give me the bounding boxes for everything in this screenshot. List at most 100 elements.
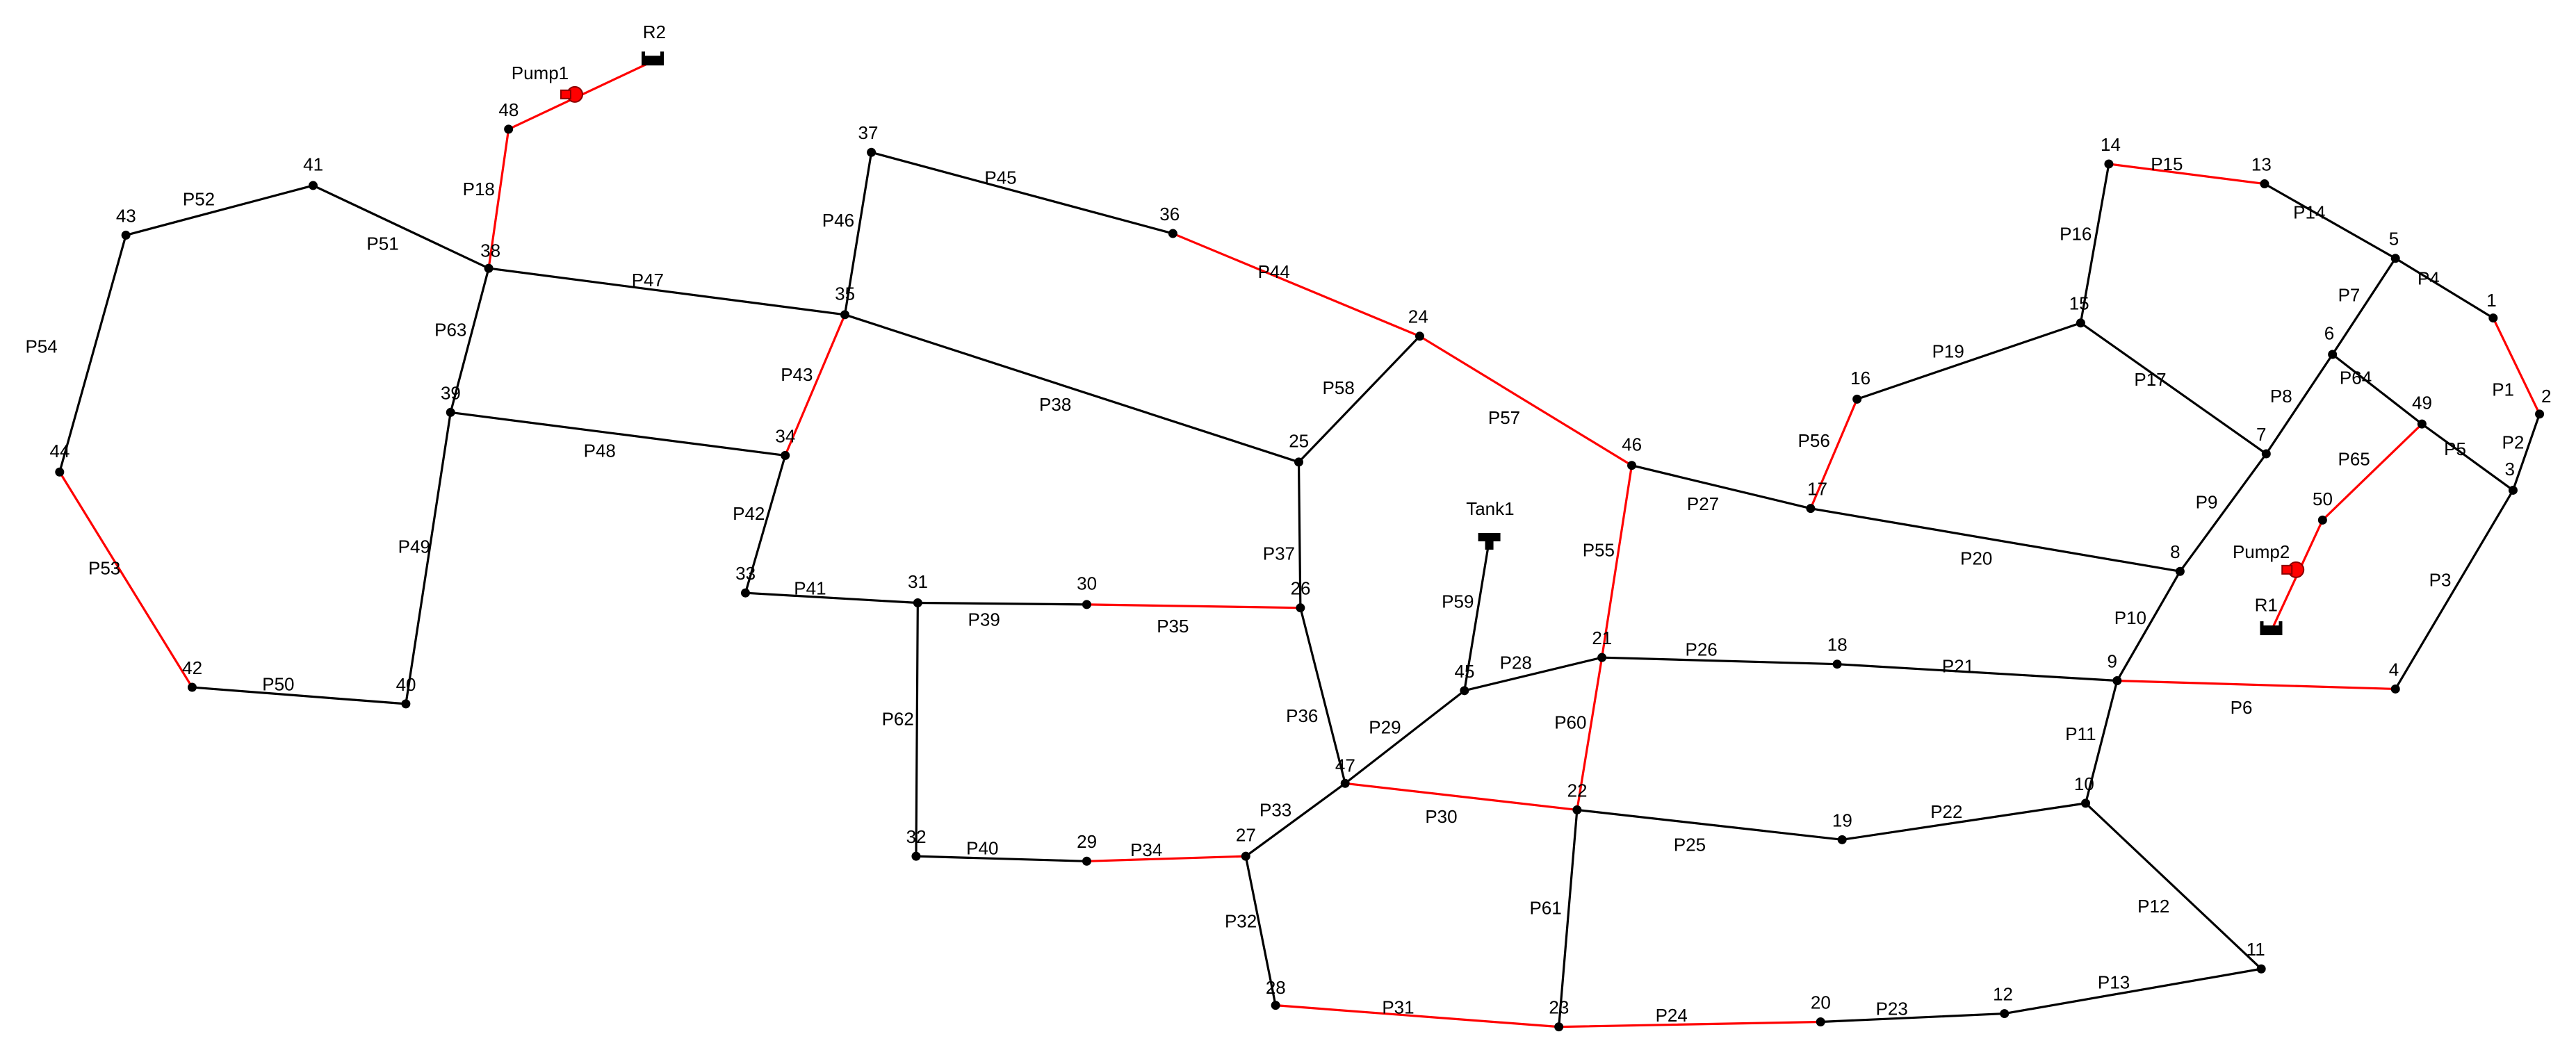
reservoir-icon[interactable] [642,51,665,66]
pipe-p8[interactable] [2265,353,2334,455]
pipe-p42[interactable] [744,454,787,594]
pipe-p6[interactable] [2116,679,2397,691]
pipe-p41[interactable] [744,591,919,605]
junction-13[interactable] [2260,179,2269,189]
junction-29[interactable] [1082,856,1091,866]
junction-43[interactable] [121,230,131,240]
pipe-p7[interactable] [2331,257,2397,356]
pipe-p27[interactable] [1630,464,1812,510]
junction-9[interactable] [2112,676,2122,686]
pipe-p5[interactable] [2420,423,2515,492]
pipe-p48[interactable] [449,411,787,457]
pipe-p59[interactable] [1463,539,1491,692]
pipe-p38[interactable] [843,313,1301,464]
junction-15[interactable] [2076,318,2085,328]
pipe-p12[interactable] [2084,802,2263,970]
pipe-p62[interactable] [915,601,919,858]
junction-39[interactable] [446,407,455,417]
pipe-p2[interactable] [2511,413,2541,492]
pipe-p16[interactable] [2079,163,2110,325]
pipe-p34[interactable] [1085,855,1247,862]
pipe-p28[interactable] [1463,656,1604,692]
junction-14[interactable] [2104,159,2114,169]
junction-11[interactable] [2256,964,2266,974]
pipe-p54[interactable] [58,233,127,473]
junction-19[interactable] [1837,835,1847,844]
pipe-p57[interactable] [1418,335,1633,467]
pipe-p9[interactable] [2178,452,2267,573]
pipe-p31[interactable] [1274,1004,1560,1028]
junction-44[interactable] [55,467,65,477]
pipe-p40[interactable] [915,855,1089,862]
pipe-p10[interactable] [2116,570,2181,682]
pipe-p15[interactable] [2108,163,2266,186]
pipe-p19[interactable] [1856,322,2082,400]
junction-16[interactable] [1852,394,1862,404]
junction-12[interactable] [2000,1009,2010,1019]
pipe-p32[interactable] [1244,855,1277,1007]
junction-37[interactable] [867,147,877,157]
pipe-p4[interactable] [2394,257,2495,320]
junction-20[interactable] [1816,1017,1825,1026]
pipe-p18[interactable] [487,128,510,270]
pipe-p13[interactable] [2003,967,2263,1015]
pipe-p60[interactable] [1576,656,1604,812]
junction-18[interactable] [1832,659,1842,669]
pipe-p36[interactable] [1299,607,1346,785]
junction-22[interactable] [1572,805,1582,814]
pipe-p11[interactable] [2084,679,2119,805]
junction-41[interactable] [308,181,318,190]
junction-48[interactable] [504,124,514,134]
junction-31[interactable] [913,598,922,608]
pipe-p35[interactable] [1085,603,1302,609]
junction-50[interactable] [2317,515,2327,525]
junction-33[interactable] [740,588,750,598]
pipe-p29[interactable] [1344,689,1466,785]
junction-42[interactable] [187,682,197,692]
junction-35[interactable] [840,310,849,320]
pump-icon[interactable] [560,85,583,103]
pipe-p23[interactable] [1819,1012,2006,1024]
junction-7[interactable] [2261,449,2271,459]
junction-34[interactable] [781,450,790,460]
pipe-p63[interactable] [449,267,490,414]
pipe-p55[interactable] [1601,464,1633,659]
junction-3[interactable] [2508,485,2518,495]
junction-5[interactable] [2390,254,2400,263]
pipe-p46[interactable] [843,151,873,316]
junction-28[interactable] [1271,1001,1280,1010]
junction-49[interactable] [2417,419,2427,429]
pipe-p21[interactable] [1836,663,2119,682]
junction-4[interactable] [2390,684,2400,694]
junction-26[interactable] [1296,603,1305,613]
junction-38[interactable] [484,263,494,273]
pipe-p24[interactable] [1558,1020,1822,1028]
pipe-p37[interactable] [1297,461,1302,609]
pipe-p39[interactable] [916,601,1089,606]
pipe-p30[interactable] [1344,782,1579,812]
pipe-p47[interactable] [487,267,847,316]
pipe-p26[interactable] [1601,656,1839,666]
junction-6[interactable] [2328,350,2338,359]
pipe-p52[interactable] [124,184,315,237]
pipe-p20[interactable] [1809,507,2181,573]
junction-2[interactable] [2535,409,2545,419]
junction-47[interactable] [1340,778,1350,788]
pipe-p25[interactable] [1576,808,1843,841]
junction-1[interactable] [2488,313,2498,323]
junction-46[interactable] [1627,461,1637,470]
pipe-p50[interactable] [190,686,407,705]
pipe-p43[interactable] [784,313,847,457]
junction-27[interactable] [1241,851,1250,861]
reservoir-icon[interactable] [2260,621,2283,636]
junction-25[interactable] [1294,457,1303,467]
junction-8[interactable] [2175,566,2185,576]
pipe-p22[interactable] [1841,802,2087,841]
junction-21[interactable] [1597,653,1607,662]
tank-icon[interactable] [1478,532,1501,550]
junction-17[interactable] [1806,504,1816,514]
pipe-p3[interactable] [2394,489,2515,691]
junction-10[interactable] [2081,798,2091,808]
pump-icon[interactable] [2281,561,2305,578]
pipe-p64[interactable] [2331,353,2423,425]
